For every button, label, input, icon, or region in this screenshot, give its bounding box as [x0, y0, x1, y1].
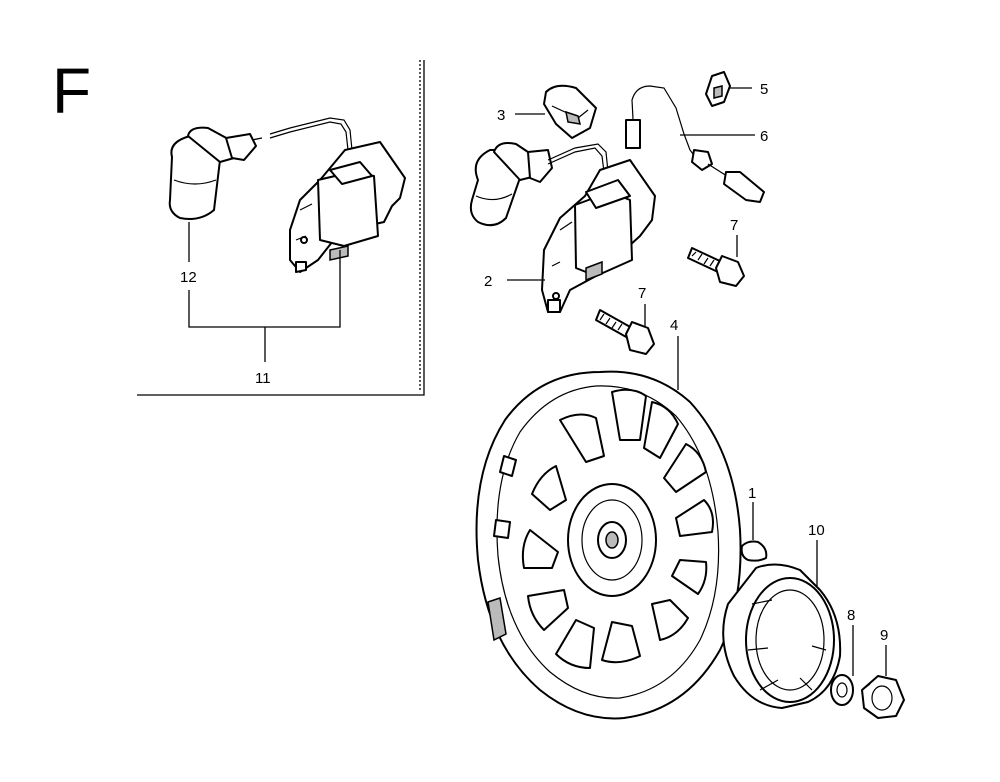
spark-plug-cap-inset [168, 126, 263, 220]
protector-part [543, 84, 597, 139]
stop-switch-wire-part [625, 85, 765, 203]
ignition-coil-main [541, 159, 656, 313]
callout-12: 12 [180, 269, 197, 286]
ignition-coil-inset [289, 141, 406, 273]
flywheel-part [475, 370, 742, 720]
callout-10: 10 [808, 522, 825, 539]
callout-4: 4 [670, 317, 678, 334]
callout-9: 9 [880, 627, 888, 644]
bolt-lower-part [595, 309, 655, 355]
inset-frame [137, 60, 425, 396]
callout-3: 3 [497, 107, 505, 124]
woodruff-key-part [740, 540, 768, 562]
callout-7-upper: 7 [730, 217, 738, 234]
callout-7-lower: 7 [638, 285, 646, 302]
callout-11: 11 [255, 370, 271, 387]
callout-2: 2 [484, 273, 492, 290]
clip-part [705, 71, 731, 107]
nut-part [861, 675, 905, 719]
bolt-upper-part [687, 247, 745, 287]
callout-1: 1 [748, 485, 756, 502]
spark-plug-cap-main [469, 142, 553, 227]
washer-part [830, 674, 854, 706]
starter-pulley-part [722, 563, 842, 709]
section-letter: F [52, 55, 91, 127]
inset-leaders [188, 222, 341, 362]
callout-5: 5 [760, 81, 768, 98]
callout-8: 8 [847, 607, 855, 624]
ignition-wire-inset [269, 117, 353, 151]
callout-6: 6 [760, 128, 768, 145]
